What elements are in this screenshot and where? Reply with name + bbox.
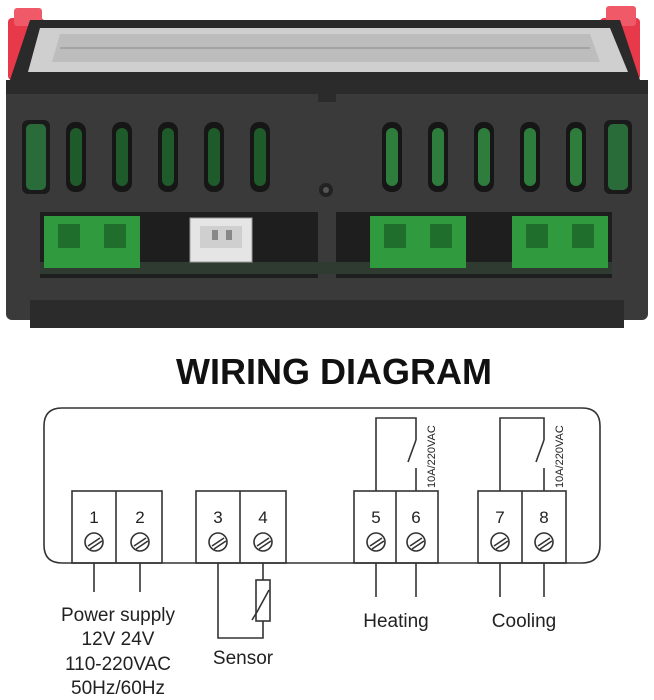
housing-body (6, 80, 648, 320)
screw-icon (366, 532, 386, 552)
vent-slot (204, 122, 224, 192)
terminal-group (353, 490, 439, 564)
vent-slot (520, 122, 540, 192)
terminal-number: 4 (258, 508, 267, 527)
terminal-number: 7 (495, 508, 504, 527)
diagram-outline (43, 407, 601, 564)
vent-slot (382, 122, 402, 192)
terminal-5: 5 (366, 508, 386, 552)
relay-rating-label: 10A/220VAC (554, 425, 566, 488)
vent-slot (566, 122, 586, 192)
vent-slot (250, 122, 270, 192)
power-label-line-3: 110-220VAC (65, 654, 171, 675)
vent-slots (66, 122, 586, 192)
power-label-line-2: 12V 24V (82, 629, 155, 650)
cooling-label: Cooling (492, 611, 556, 632)
terminal-block-power (44, 216, 140, 268)
terminal-4: 4 (253, 508, 273, 552)
terminal-number: 5 (371, 508, 380, 527)
screw-icon (253, 532, 273, 552)
power-supply-leads (93, 563, 141, 592)
terminal-strip: 1 2 3 4 5 6 7 8 (71, 490, 567, 564)
diagram-title: WIRING DIAGRAM (176, 351, 492, 392)
cooling-leads (499, 563, 545, 597)
heating-relay-contact: 10A/220VAC (375, 417, 438, 491)
screw-icon (534, 532, 554, 552)
terminal-number: 6 (411, 508, 420, 527)
screw-icon (208, 532, 228, 552)
sensor-leads (217, 563, 271, 639)
terminal-block-cooling (512, 216, 608, 268)
terminal-group (71, 490, 163, 564)
vent-slot (66, 122, 86, 192)
power-label-line-1: Power supply (61, 605, 176, 626)
terminal-3: 3 (208, 508, 228, 552)
controller-rear-photo (0, 0, 654, 335)
sensor-label: Sensor (213, 648, 274, 669)
thermistor-symbol (251, 579, 271, 622)
terminal-8: 8 (534, 508, 554, 552)
screw-icon (130, 532, 150, 552)
terminal-number: 8 (539, 508, 548, 527)
terminal-1: 1 (84, 508, 104, 552)
heating-leads (375, 563, 417, 597)
vent-slot (474, 122, 494, 192)
terminal-block-heating (370, 216, 466, 268)
heating-label: Heating (363, 611, 429, 632)
screw-icon (406, 532, 426, 552)
power-label-line-4: 50Hz/60Hz (71, 678, 165, 699)
sensor-connector (189, 217, 253, 263)
screw-icon (84, 532, 104, 552)
relay-rating-label: 10A/220VAC (426, 425, 438, 488)
vent-slot (112, 122, 132, 192)
vent-slot (158, 122, 178, 192)
vent-slot (428, 122, 448, 192)
terminal-6: 6 (406, 508, 426, 552)
terminal-number: 3 (213, 508, 222, 527)
terminal-7: 7 (490, 508, 510, 552)
terminal-number: 2 (135, 508, 144, 527)
screw-icon (490, 532, 510, 552)
terminal-group (477, 490, 567, 564)
top-label-sticker (28, 28, 628, 72)
terminal-number: 1 (89, 508, 98, 527)
terminal-group (195, 490, 287, 564)
relay-contacts: 10A/220VAC 10A/220VAC (375, 417, 566, 491)
terminal-2: 2 (130, 508, 150, 552)
cooling-relay-contact: 10A/220VAC (499, 417, 566, 491)
